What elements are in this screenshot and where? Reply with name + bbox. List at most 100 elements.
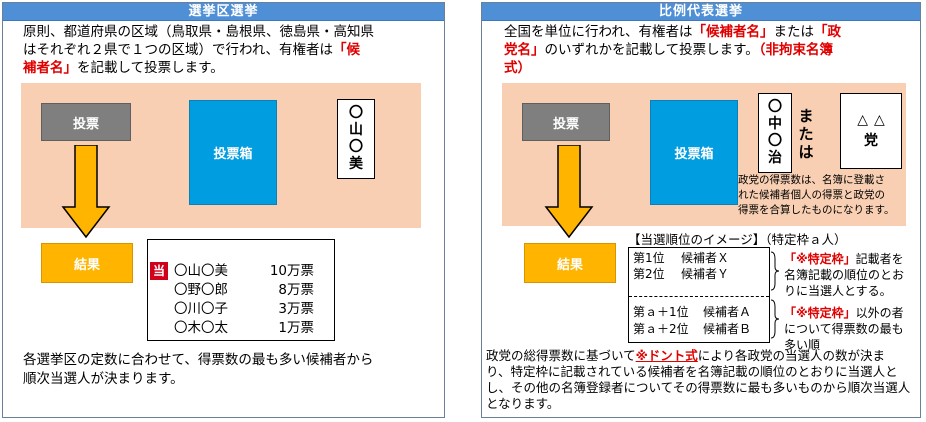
- vote-count: 1万票: [278, 320, 314, 336]
- party-note-1: 政党の得票数は、名簿に登載さ: [738, 174, 885, 186]
- intro-line-2: はそれぞれ２県で１つの区域）で行われ、有権者は「候: [23, 41, 360, 59]
- candidate-name: 候補者Ｙ: [681, 267, 730, 281]
- ballot-char: 中: [768, 116, 782, 132]
- candidate-name: 候補者Ｘ: [681, 251, 730, 265]
- note-text: 記載者を: [855, 252, 904, 266]
- candidate-name: 〇川〇子: [174, 301, 228, 317]
- candidate-name: 候補者Ａ: [703, 305, 752, 319]
- footer-line-2: 順次当選人が決まります。: [23, 371, 184, 387]
- footer-text: 政党の総得票数に基づいて: [486, 348, 636, 363]
- ballot-char: 美: [349, 156, 363, 172]
- intro-red: 式）: [504, 60, 531, 76]
- result-box: 結果: [524, 243, 616, 283]
- intro-text: はそれぞれ２県で１つの区域）で行われ、有権者は: [23, 42, 333, 58]
- note-text: について得票数の最も: [784, 322, 904, 336]
- ballot-paper: 〇 山 〇 美: [337, 99, 375, 179]
- intro-red-2: 補者名」: [23, 60, 77, 76]
- panel-header: 選挙区選挙: [3, 3, 444, 21]
- footer-line-1: 各選挙区の定数に合わせて、得票数の最も多い候補者から: [23, 352, 374, 368]
- candidate-list: 第1位 候補者Ｘ 第2位 候補者Ｙ 第ａ＋1位候補者Ａ 第ａ＋2位候補者Ｂ: [628, 247, 770, 343]
- party-note-2: れた候補者個人の得票と政党の: [738, 189, 885, 201]
- ballot-char: 〇: [768, 99, 782, 115]
- candidate-name: 〇野〇郎: [174, 282, 228, 298]
- ballot-marks: △ △: [857, 112, 885, 129]
- or-char: た: [798, 125, 814, 143]
- footer-line-4: となります。: [486, 396, 560, 411]
- ballot-char: 〇: [349, 139, 363, 155]
- rank: 第2位: [633, 267, 665, 281]
- intro-text: 全国を単位に行われ、有権者は: [504, 24, 693, 40]
- candidate-name: 〇木〇太: [174, 320, 228, 336]
- intro-line-3: 式）: [504, 59, 531, 77]
- intro-red: 「政: [813, 24, 841, 40]
- brace-icon: [770, 299, 780, 339]
- intro-red: （非拘束名簿: [758, 42, 833, 58]
- image-title: 【当選順位のイメージ】（特定枠ａ人）: [628, 232, 847, 247]
- ballot-char: 〇: [768, 133, 782, 149]
- winner-mark: 当: [150, 262, 168, 280]
- footer-line-1: 政党の総得票数に基づいて※ドント式により各政党の当選人の数が決ま: [486, 348, 885, 364]
- ballot-char: △: [857, 112, 868, 128]
- panel-proportional-election: 比例代表選挙 全国を単位に行われ、有権者は「候補者名」または「政 党名」のいずれ…: [481, 2, 921, 418]
- note-designated: 「※特定枠」記載者を 名簿記載の順位のとお りに当選人とする。: [784, 251, 912, 299]
- vote-box: 投票: [522, 103, 610, 141]
- footer-line-2: り、特定枠に記載されている候補者を名簿記載の順位のとおりに当選人と: [486, 364, 898, 379]
- intro-red: 「候補者名」: [692, 24, 774, 40]
- result-box: 結果: [41, 243, 133, 283]
- ballot-char: 治: [768, 150, 782, 166]
- intro-line-2: 党名」のいずれかを記載して投票します。（非拘束名簿: [504, 41, 833, 59]
- ballot-box: 投票箱: [650, 100, 738, 205]
- candidate-name: 〇山〇美: [174, 263, 228, 279]
- note-red: 「※特定枠」: [784, 306, 856, 320]
- footer-red: ※ドント式: [635, 348, 698, 363]
- candidate-name: 候補者Ｂ: [703, 322, 752, 336]
- footer-line-3: し、その他の名簿登録者についてその得票数に最も多いものから順次当選人: [486, 380, 911, 395]
- panel-header: 比例代表選挙: [482, 3, 920, 21]
- rank: 第1位: [633, 251, 665, 265]
- vote-box: 投票: [41, 103, 131, 141]
- intro-text: または: [773, 24, 814, 40]
- note-text: りに当選人とする。: [784, 284, 892, 298]
- rank: 第ａ＋2位: [633, 322, 689, 336]
- or-char: は: [798, 143, 814, 161]
- note-text: 多い順: [784, 338, 821, 352]
- intro-red: 党名」: [504, 42, 545, 58]
- or-text: ま た は: [796, 107, 816, 161]
- note-text: 名簿記載の順位のとお: [784, 268, 905, 282]
- list-row: 第1位 候補者Ｘ: [633, 250, 729, 266]
- ballot-char: △: [874, 112, 885, 128]
- results-table: 当 〇山〇美 10万票 〇野〇郎 8万票 〇川〇子 3万票 〇木〇太 1万票: [147, 239, 335, 341]
- result-row: 〇川〇子 3万票: [174, 300, 314, 318]
- note-text: 以外の者: [855, 306, 904, 320]
- party-note-3: 得票を合算したものになります。: [738, 204, 895, 216]
- list-divider: [629, 296, 769, 297]
- down-arrow-icon: [61, 145, 111, 239]
- vote-count: 8万票: [278, 282, 314, 298]
- down-arrow-icon: [544, 145, 594, 239]
- footer-text: により各政党の当選人の数が決ま: [697, 348, 886, 363]
- ballot-char: 山: [349, 122, 363, 138]
- intro-line-3: 補者名」を記載して投票します。: [23, 59, 224, 77]
- vote-count: 10万票: [269, 263, 314, 279]
- result-row: 〇山〇美 10万票: [174, 262, 314, 280]
- list-row: 第ａ＋1位候補者Ａ: [633, 304, 751, 320]
- panel-district-election: 選挙区選挙 原則、都道府県の区域（鳥取県・島根県、徳島県・高知県 はそれぞれ２県…: [2, 2, 445, 418]
- ballot-paper-party: △ △ 党: [840, 93, 902, 169]
- brace-icon: [770, 251, 780, 291]
- list-row: 第ａ＋2位候補者Ｂ: [633, 321, 751, 337]
- ballot-paper-candidate: 〇 中 〇 治: [758, 93, 792, 173]
- rank: 第ａ＋1位: [633, 305, 689, 319]
- intro-red: 「候: [332, 42, 360, 58]
- intro-text: のいずれかを記載して投票します。: [544, 42, 759, 58]
- intro-line-1: 全国を単位に行われ、有権者は「候補者名」または「政: [504, 23, 841, 41]
- ballot-char: 党: [864, 133, 878, 149]
- note-others: 「※特定枠」以外の者 について得票数の最も 多い順: [784, 305, 912, 353]
- result-row: 〇木〇太 1万票: [174, 319, 314, 337]
- result-row: 〇野〇郎 8万票: [174, 281, 314, 299]
- list-row: 第2位 候補者Ｙ: [633, 266, 729, 282]
- ballot-char: 〇: [349, 105, 363, 121]
- vote-count: 3万票: [278, 301, 314, 317]
- note-red: 「※特定枠」: [784, 252, 856, 266]
- intro-line-1: 原則、都道府県の区域（鳥取県・島根県、徳島県・高知県: [23, 24, 374, 40]
- or-char: ま: [798, 107, 814, 125]
